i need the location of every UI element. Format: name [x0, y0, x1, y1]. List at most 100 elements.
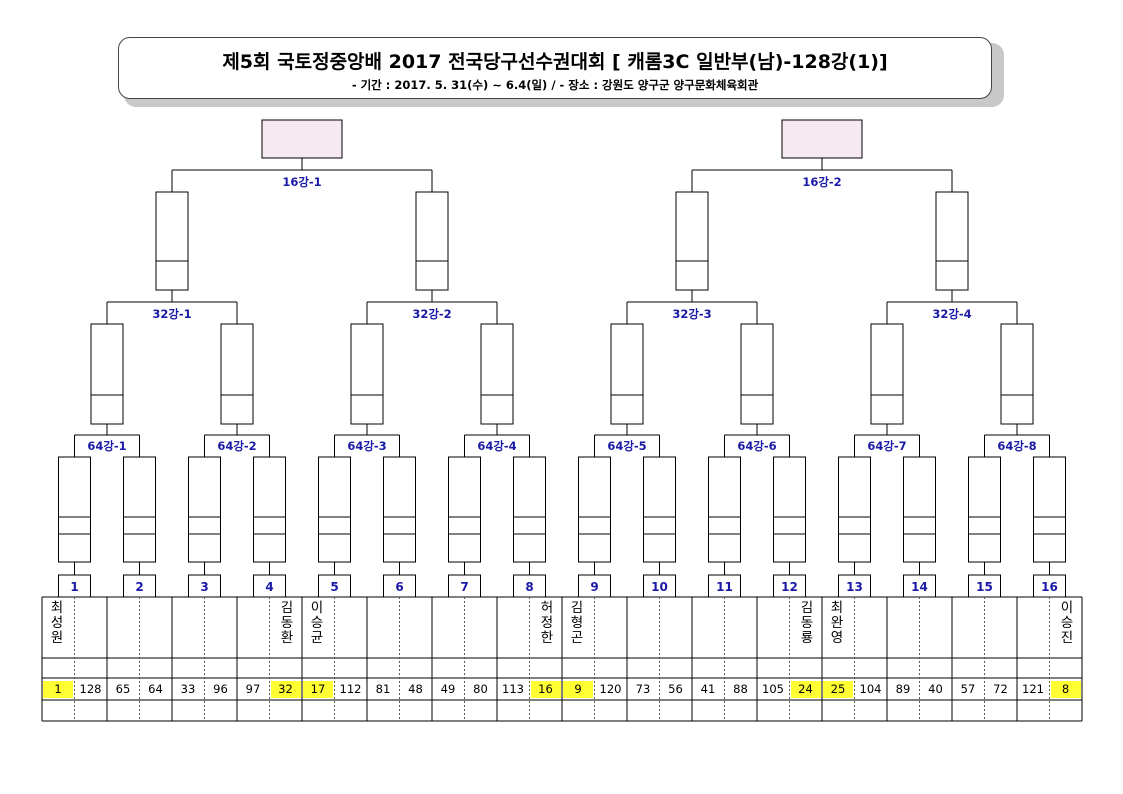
player-seed-value: 96: [213, 682, 228, 696]
player-seed-value: 80: [473, 682, 488, 696]
player-seed: 17: [302, 679, 334, 699]
player-seed: 65: [107, 679, 139, 699]
match-box: [838, 456, 871, 563]
match-number: 13: [846, 580, 863, 594]
player-seed: 40: [920, 679, 952, 699]
match-box: [968, 456, 1001, 563]
player-seed-value: 25: [823, 681, 853, 698]
match-number: 1: [70, 580, 78, 594]
player-seed: 105: [757, 679, 789, 699]
match-box: [513, 456, 546, 563]
round64-label: 64강-8: [997, 439, 1036, 453]
round64-label: 64강-5: [607, 439, 646, 453]
match-box: [578, 456, 611, 563]
player-seed-value: 41: [700, 682, 716, 696]
player-seed: 112: [335, 679, 367, 699]
player-seed-value: 113: [502, 682, 524, 696]
player-seed-value: 88: [733, 682, 748, 696]
player-seed-value: 121: [1022, 682, 1044, 696]
player-seed: 57: [952, 679, 984, 699]
round64-box: [480, 323, 514, 425]
player-seed: 128: [75, 679, 107, 699]
match-box: [318, 456, 351, 563]
header-panel: 제5회 국토정중앙배 2017 전국당구선수권대회 [ 캐롬3C 일반부(남)-…: [118, 37, 992, 99]
round64-label: 64강-6: [737, 439, 776, 453]
round32-label: 32강-1: [152, 307, 191, 321]
player-seed: 16: [530, 679, 562, 699]
match-box: [448, 456, 481, 563]
player-seed: 48: [400, 679, 432, 699]
round64-box: [610, 323, 644, 425]
player-seed: 89: [887, 679, 919, 699]
player-seed-value: 48: [408, 682, 423, 696]
player-seed-value: 1: [43, 681, 73, 698]
round64-box: [1000, 323, 1034, 425]
round64-box: [350, 323, 384, 425]
player-seed: 33: [172, 679, 204, 699]
match-number: 14: [911, 580, 928, 594]
page-title: 제5회 국토정중앙배 2017 전국당구선수권대회 [ 캐롬3C 일반부(남)-…: [222, 51, 888, 73]
player-seed-value: 49: [440, 682, 456, 696]
round64-label: 64강-1: [87, 439, 126, 453]
round64-box: [740, 323, 774, 425]
match-box: [903, 456, 936, 563]
player-seed: 56: [660, 679, 692, 699]
player-seed-value: 89: [895, 682, 911, 696]
round32-label: 32강-2: [412, 307, 451, 321]
match-number: 4: [265, 580, 273, 594]
player-seed: 1: [42, 679, 74, 699]
player-seed-value: 104: [859, 682, 882, 696]
player-seed-value: 9: [563, 681, 593, 698]
match-box: [1033, 456, 1066, 563]
player-seed-value: 97: [245, 682, 261, 696]
player-name: 최성원: [50, 600, 64, 646]
page-subtitle: - 기간 : 2017. 5. 31(수) ~ 6.4(일) / - 장소 : …: [351, 78, 759, 92]
round32-label: 32강-4: [932, 307, 971, 321]
match-number: 8: [525, 580, 533, 594]
match-number: 5: [330, 580, 338, 594]
round64-label: 64강-2: [217, 439, 256, 453]
player-seed: 24: [790, 679, 822, 699]
player-seed-value: 81: [375, 682, 391, 696]
match-number: 11: [716, 580, 733, 594]
winner-box: [261, 119, 343, 159]
player-seed: 25: [822, 679, 854, 699]
round32-box: [935, 191, 969, 291]
player-seed: 73: [627, 679, 659, 699]
player-name: 최완영: [830, 600, 844, 646]
match-number: 2: [135, 580, 143, 594]
player-seed: 88: [725, 679, 757, 699]
round32-box: [155, 191, 189, 291]
player-seed: 9: [562, 679, 594, 699]
match-number: 15: [976, 580, 993, 594]
match-box: [188, 456, 221, 563]
player-seed: 32: [270, 679, 302, 699]
round32-label: 32강-3: [672, 307, 711, 321]
player-seed: 72: [985, 679, 1017, 699]
round32-box: [675, 191, 709, 291]
player-seed-value: 73: [635, 682, 651, 696]
round64-label: 64강-3: [347, 439, 386, 453]
match-number: 7: [460, 580, 468, 594]
player-seed: 8: [1050, 679, 1082, 699]
round16-label: 16강-1: [282, 175, 321, 189]
match-box: [708, 456, 741, 563]
round16-label: 16강-2: [802, 175, 841, 189]
player-seed-value: 72: [993, 682, 1008, 696]
player-seed: 97: [237, 679, 269, 699]
player-seed-value: 32: [270, 681, 301, 698]
player-name: 김동환: [280, 600, 294, 646]
player-seed-value: 128: [79, 682, 102, 696]
player-seed: 41: [692, 679, 724, 699]
player-seed-value: 17: [303, 681, 333, 698]
player-seed: 81: [367, 679, 399, 699]
winner-box: [781, 119, 863, 159]
player-name: 허정한: [540, 600, 554, 646]
match-number: 9: [590, 580, 598, 594]
round64-box: [870, 323, 904, 425]
player-seed-value: 16: [530, 681, 561, 698]
round64-label: 64강-4: [477, 439, 516, 453]
player-seed-value: 24: [790, 681, 821, 698]
player-seed: 120: [595, 679, 627, 699]
player-seed-value: 120: [599, 682, 622, 696]
